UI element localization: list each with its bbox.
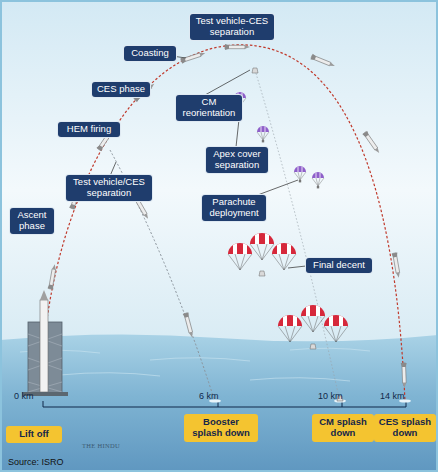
phase-label-box: Test vehicle-CES separation	[190, 14, 274, 40]
node-text: CM splash down	[315, 417, 371, 439]
main-chute	[278, 314, 302, 342]
drogue-chute	[257, 126, 269, 142]
main-chute	[228, 242, 252, 270]
main-chutes-lower	[278, 304, 348, 349]
node-text: Booster splash down	[187, 417, 255, 439]
phase-label-box: Apex cover separation	[206, 147, 268, 173]
node-text: Parachute deployment	[205, 197, 263, 219]
phase-label-box: Coasting	[124, 46, 176, 61]
main-chute	[301, 304, 325, 332]
watermark: THE HINDU	[82, 442, 120, 449]
main-chute	[272, 242, 296, 270]
crew-module	[252, 68, 258, 73]
booster-fall	[133, 196, 195, 339]
wave-lines	[20, 348, 370, 381]
phase-label-box: Parachute deployment	[202, 195, 266, 221]
distance-label: 6 km	[199, 391, 219, 401]
booster-symbol	[183, 313, 195, 339]
phase-label-box: CM reorientation	[176, 95, 242, 121]
ces-symbol	[311, 54, 336, 69]
ces-descent	[311, 54, 408, 388]
main-chute	[324, 314, 348, 342]
ces-symbol	[391, 253, 401, 279]
sea	[0, 334, 438, 472]
node-text: CES splash down	[377, 417, 433, 439]
drogue-chute	[312, 172, 324, 188]
source-note: Source: ISRO	[8, 457, 64, 467]
node-text: Test vehicle-CES separation	[193, 16, 271, 38]
node-text: Apex cover separation	[209, 149, 265, 171]
event-marker-box: Lift off	[6, 426, 62, 443]
vehicle-symbol	[47, 264, 57, 290]
crew-module	[310, 344, 316, 349]
node-text: Coasting	[127, 48, 173, 59]
trajectory-arc	[45, 45, 405, 402]
launch-pad	[22, 290, 68, 396]
node-text: HEM firing	[61, 124, 117, 135]
node-text: Lift off	[9, 429, 59, 440]
phase-label-box: Final decent	[306, 258, 372, 273]
ces-symbol	[362, 131, 381, 155]
distance-label: 14 km	[380, 391, 405, 401]
node-text: CES phase	[95, 84, 147, 95]
phase-label-box: HEM firing	[58, 122, 120, 137]
node-text: Final decent	[309, 260, 369, 271]
distance-label: 10 km	[318, 391, 343, 401]
event-marker-box: CM splash down	[312, 414, 374, 442]
vehicle-symbol	[225, 44, 250, 50]
rocket-body	[40, 300, 48, 392]
event-marker-box: Booster splash down	[184, 414, 258, 442]
main-chute	[250, 232, 274, 260]
distance-axis	[43, 407, 406, 408]
axis-ticks	[43, 401, 406, 407]
drogue-chutes	[234, 92, 324, 188]
node-text: Ascent phase	[13, 210, 51, 232]
rocket-nose	[40, 290, 48, 300]
node-text: CM reorientation	[179, 97, 239, 119]
ces-symbol	[401, 363, 408, 388]
distance-label: 0 km	[14, 391, 34, 401]
crew-module	[259, 271, 265, 276]
sky	[0, 0, 438, 345]
node-text: Test vehicle/CES separation	[69, 177, 149, 199]
phase-label-box: CES phase	[92, 82, 150, 97]
event-marker-box: CES splash down	[374, 414, 436, 442]
main-chutes-upper	[228, 232, 296, 276]
vehicle-symbol	[181, 50, 207, 63]
phase-label-box: Ascent phase	[10, 208, 54, 234]
drogue-chute	[294, 166, 306, 182]
phase-label-box: Test vehicle/CES separation	[66, 175, 152, 201]
